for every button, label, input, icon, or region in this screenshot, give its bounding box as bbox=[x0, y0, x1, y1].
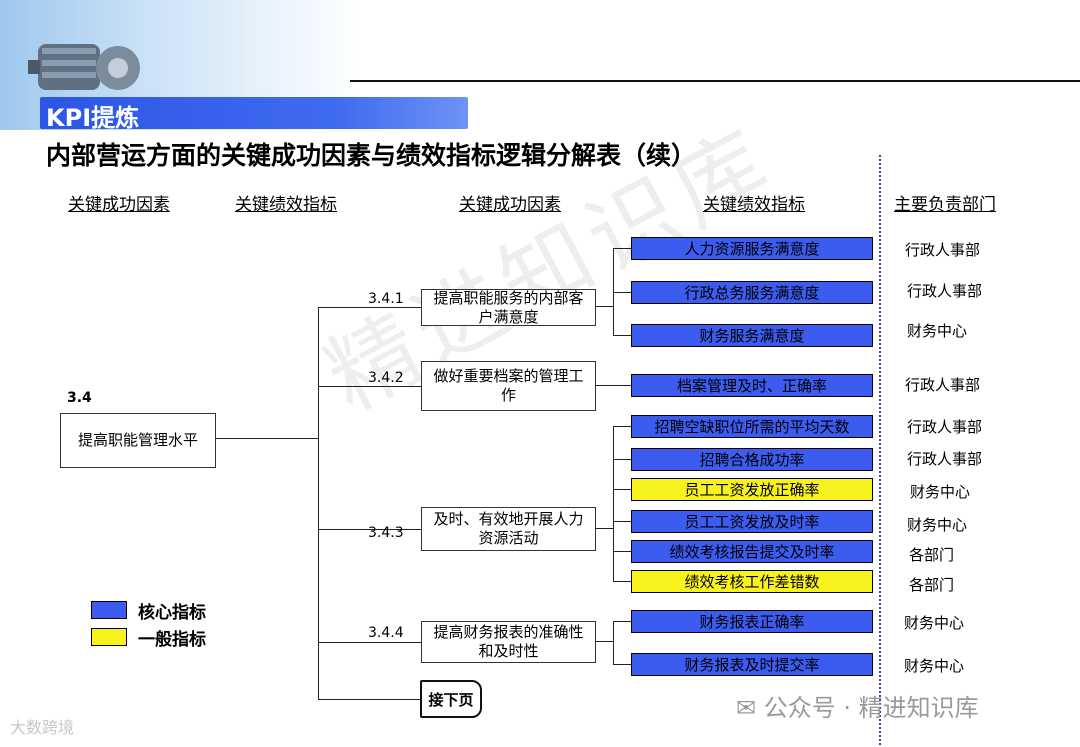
factor-box: 及时、有效地开展人力资源活动 bbox=[421, 507, 596, 551]
connector bbox=[613, 581, 631, 582]
legend-swatch-general bbox=[91, 628, 127, 646]
section-tag: KPI提炼 bbox=[40, 97, 468, 132]
connector bbox=[613, 248, 631, 249]
motor-image bbox=[28, 44, 140, 90]
factor-code: 3.4.4 bbox=[368, 625, 404, 641]
connector bbox=[318, 307, 319, 699]
department: 行政人事部 bbox=[907, 418, 983, 436]
column-header-kpis-2: 关键绩效指标 bbox=[703, 195, 805, 215]
legend-swatch-core bbox=[91, 601, 127, 619]
connector bbox=[613, 426, 614, 582]
factor-label: 及时、有效地开展人力资源活动 bbox=[433, 510, 584, 547]
department: 行政人事部 bbox=[905, 376, 981, 394]
next-page-marker: 接下页 bbox=[420, 680, 482, 718]
kpi-core: 财务报表及时提交率 bbox=[631, 653, 873, 676]
connector bbox=[595, 528, 613, 529]
connector bbox=[613, 489, 631, 490]
factor-box: 提高职能服务的内部客户满意度 bbox=[421, 289, 596, 326]
connector bbox=[613, 292, 631, 293]
factor-code: 3.4.2 bbox=[368, 370, 404, 386]
column-header-factors-2: 关键成功因素 bbox=[459, 195, 561, 215]
connector bbox=[613, 459, 631, 460]
connector bbox=[613, 521, 631, 522]
kpi-core: 招聘合格成功率 bbox=[631, 448, 873, 471]
connector bbox=[595, 306, 613, 307]
connector bbox=[318, 386, 421, 387]
header-rule bbox=[350, 80, 1080, 82]
department: 财务中心 bbox=[910, 483, 971, 501]
connector bbox=[318, 699, 421, 700]
department: 财务中心 bbox=[907, 516, 968, 534]
root-code: 3.4 bbox=[67, 390, 92, 406]
connector bbox=[595, 385, 631, 386]
department: 行政人事部 bbox=[905, 241, 981, 259]
column-header-department: 主要负责部门 bbox=[894, 195, 996, 215]
department: 行政人事部 bbox=[907, 282, 983, 300]
connector bbox=[613, 426, 631, 427]
kpi-general: 员工工资发放正确率 bbox=[631, 478, 873, 501]
legend-label-core: 核心指标 bbox=[138, 603, 206, 623]
kpi-core: 人力资源服务满意度 bbox=[631, 237, 873, 260]
connector bbox=[613, 664, 631, 665]
factor-code: 3.4.1 bbox=[368, 291, 404, 307]
department: 各部门 bbox=[909, 546, 955, 564]
connector bbox=[613, 335, 631, 336]
root-factor-box: 提高职能管理水平 bbox=[60, 413, 216, 468]
legend-label-general: 一般指标 bbox=[138, 630, 206, 650]
wechat-watermark: ✉ 公众号 · 精进知识库 bbox=[736, 694, 979, 722]
kpi-core: 员工工资发放及时率 bbox=[631, 510, 873, 533]
column-header-factors-1: 关键成功因素 bbox=[68, 195, 170, 215]
connector bbox=[613, 621, 614, 665]
corner-watermark: 大数跨境 bbox=[10, 718, 75, 737]
connector bbox=[613, 621, 631, 622]
factor-label: 提高财务报表的准确性和及时性 bbox=[433, 623, 584, 660]
department: 财务中心 bbox=[904, 614, 965, 632]
factor-label: 提高职能服务的内部客户满意度 bbox=[433, 288, 584, 326]
page-title: 内部营运方面的关键成功因素与绩效指标逻辑分解表（续） bbox=[46, 141, 697, 170]
connector bbox=[215, 438, 318, 439]
department: 财务中心 bbox=[907, 322, 968, 340]
department: 行政人事部 bbox=[907, 450, 983, 468]
wechat-icon: ✉ bbox=[736, 694, 764, 722]
factor-label: 做好重要档案的管理工作 bbox=[433, 367, 584, 404]
connector bbox=[318, 642, 421, 643]
kpi-core: 财务报表正确率 bbox=[631, 610, 873, 633]
department: 财务中心 bbox=[904, 657, 965, 675]
factor-code: 3.4.3 bbox=[368, 525, 404, 541]
connector bbox=[613, 551, 631, 552]
connector bbox=[318, 529, 421, 530]
connector bbox=[318, 307, 421, 308]
factor-box: 做好重要档案的管理工作 bbox=[421, 361, 596, 411]
root-factor-label: 提高职能管理水平 bbox=[77, 431, 198, 449]
column-divider bbox=[879, 155, 881, 745]
kpi-core: 财务服务满意度 bbox=[631, 324, 873, 347]
department: 各部门 bbox=[909, 576, 955, 594]
section-tag-label: KPI提炼 bbox=[46, 104, 140, 132]
kpi-core: 行政总务服务满意度 bbox=[631, 281, 873, 304]
kpi-core: 档案管理及时、正确率 bbox=[631, 374, 873, 397]
kpi-core: 绩效考核报告提交及时率 bbox=[631, 540, 873, 563]
connector bbox=[595, 641, 613, 642]
factor-box: 提高财务报表的准确性和及时性 bbox=[421, 621, 596, 663]
column-header-kpis-1: 关键绩效指标 bbox=[235, 195, 337, 215]
kpi-core: 招聘空缺职位所需的平均天数 bbox=[631, 415, 873, 438]
kpi-general: 绩效考核工作差错数 bbox=[631, 570, 873, 593]
